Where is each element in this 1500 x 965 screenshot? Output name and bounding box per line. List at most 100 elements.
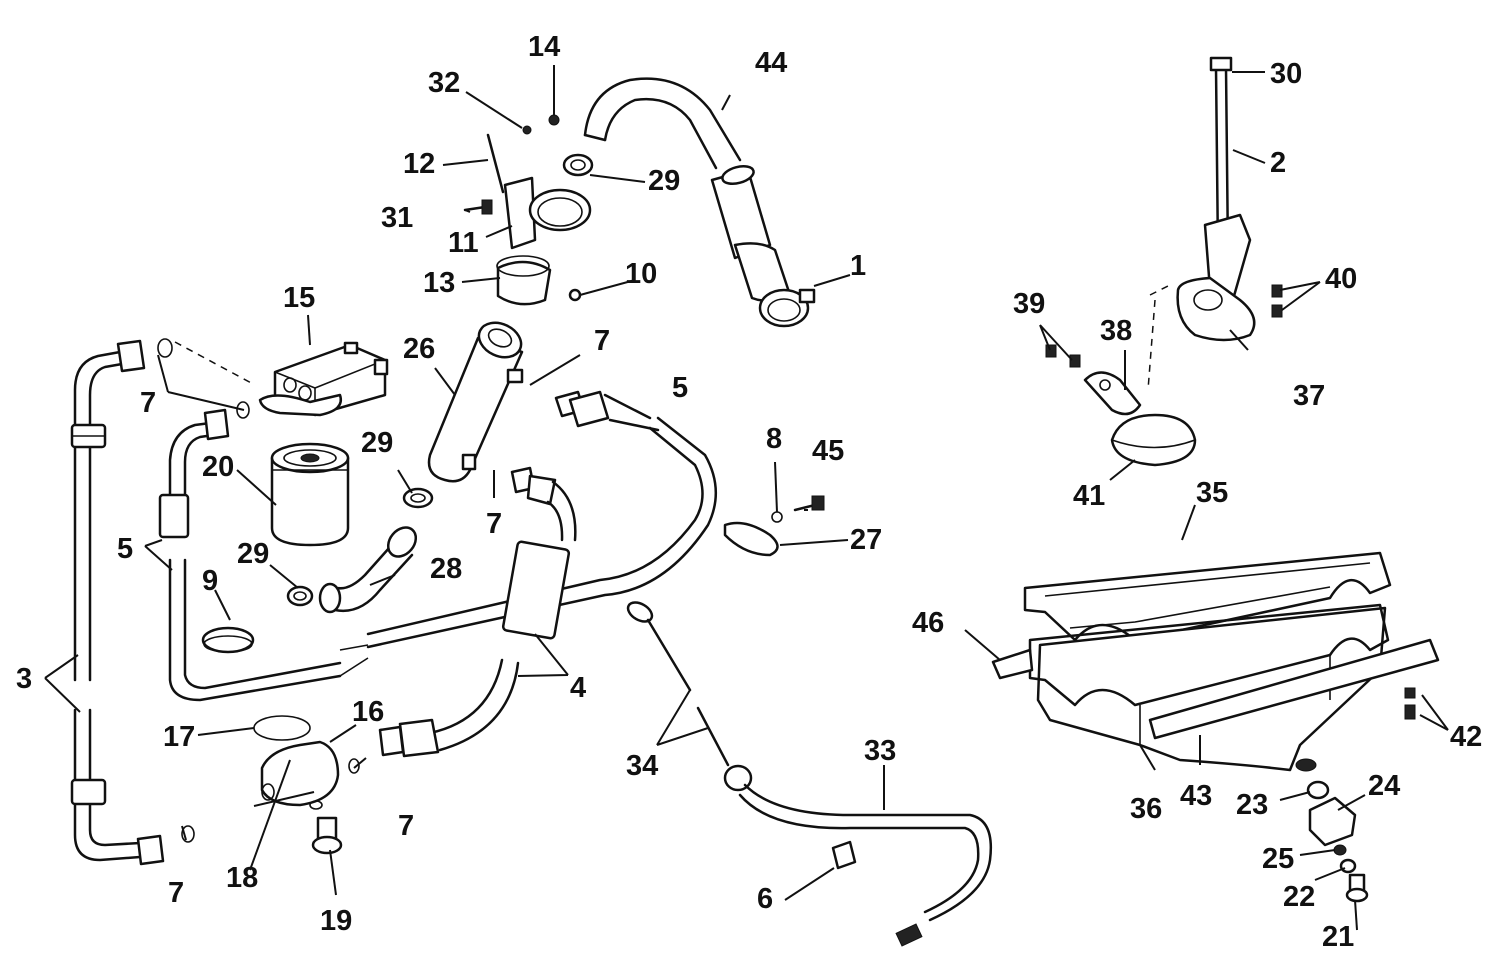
drain-plug-21	[1345, 873, 1369, 903]
label-3: 3	[16, 663, 32, 695]
label-6: 6	[757, 883, 773, 915]
label-26: 26	[403, 333, 435, 365]
screws-42	[1404, 687, 1416, 720]
label-29-middle: 29	[361, 427, 393, 459]
washer-25	[1333, 844, 1347, 856]
label-21: 21	[1322, 921, 1354, 953]
bolt-12	[486, 133, 505, 194]
oil-line-4	[378, 466, 577, 758]
label-41: 41	[1073, 480, 1105, 512]
label-45: 45	[812, 435, 844, 467]
label-7-middle: 7	[486, 508, 502, 540]
oil-line-5-left	[158, 401, 718, 702]
pan-gasket-43	[1148, 638, 1440, 740]
label-13: 13	[423, 267, 455, 299]
label-28: 28	[430, 553, 462, 585]
oil-filter-20	[270, 442, 350, 547]
bracket-27	[723, 521, 779, 557]
label-18: 18	[226, 862, 258, 894]
nut-14	[548, 114, 560, 126]
oil-pump-37	[1176, 213, 1256, 342]
dipstick-tube-33	[723, 764, 993, 947]
filter-adapter-cover-16	[260, 740, 340, 807]
label-17: 17	[163, 721, 195, 753]
label-46: 46	[912, 607, 944, 639]
leader-lines	[44, 65, 1449, 931]
bolt-31	[463, 199, 493, 215]
label-7-bottom-left: 7	[168, 877, 184, 909]
washer-7	[348, 758, 360, 774]
mounting-bracket-11	[503, 176, 592, 250]
label-29-top: 29	[648, 165, 680, 197]
oil-cooler-line-3	[70, 338, 195, 866]
label-43: 43	[1180, 780, 1212, 812]
sleeve-13	[496, 255, 552, 306]
pickup-screen-41	[1110, 413, 1197, 467]
seal-46	[991, 648, 1034, 680]
label-39: 39	[1013, 288, 1045, 320]
gasket-23	[1306, 780, 1330, 800]
label-10: 10	[625, 258, 657, 290]
label-7-lower: 7	[398, 810, 414, 842]
oil-line-5-right	[554, 390, 660, 432]
dipstick-34	[626, 601, 730, 767]
label-12: 12	[403, 148, 435, 180]
label-20: 20	[202, 451, 234, 483]
label-9: 9	[202, 565, 218, 597]
label-24: 24	[1368, 770, 1400, 802]
label-16: 16	[352, 696, 384, 728]
label-5-left: 5	[117, 533, 133, 565]
nut-10	[568, 288, 582, 302]
oil-filter-adapter-15	[258, 341, 389, 417]
washer-22	[1339, 858, 1357, 874]
oil-cooler-26	[427, 321, 524, 483]
label-11: 11	[448, 227, 479, 259]
label-23: 23	[1236, 789, 1268, 821]
oil-pan-36	[1028, 603, 1390, 772]
label-7-cooler: 7	[594, 325, 610, 357]
label-44: 44	[755, 47, 787, 79]
washer-32	[522, 125, 532, 135]
label-29-left: 29	[237, 538, 269, 570]
drain-plug-19	[311, 816, 343, 855]
oil-hose-28	[318, 526, 418, 614]
label-22: 22	[1283, 881, 1315, 913]
bolt-45	[793, 495, 825, 512]
hose-clamp-1	[758, 288, 816, 328]
clip-6	[831, 840, 857, 870]
label-5-right: 5	[672, 372, 688, 404]
label-32: 32	[428, 67, 460, 99]
label-31: 31	[381, 202, 413, 234]
label-40: 40	[1325, 263, 1357, 295]
label-34: 34	[626, 750, 658, 782]
bolts-39	[1045, 344, 1081, 368]
label-30: 30	[1270, 58, 1302, 90]
hose-clamp-29-middle	[402, 487, 434, 509]
label-14: 14	[528, 31, 560, 63]
label-19: 19	[320, 905, 352, 937]
gasket-18	[309, 800, 323, 810]
label-27: 27	[850, 524, 882, 556]
hose-44	[583, 77, 792, 303]
label-35: 35	[1196, 477, 1228, 509]
gasket-38	[1083, 371, 1142, 416]
washer-8	[771, 511, 783, 523]
part-number-labels: 1 2 3 4 5 5 6 7 7 7 7 7 8 9 10 11 12 13 …	[16, 31, 1482, 953]
label-38: 38	[1100, 315, 1132, 347]
label-36: 36	[1130, 793, 1162, 825]
label-2: 2	[1270, 147, 1286, 179]
label-4: 4	[570, 672, 586, 704]
hose-clamp-29-left	[286, 585, 314, 607]
adapter-24	[1308, 796, 1357, 847]
o-ring-17	[253, 715, 311, 741]
label-7-upper-left: 7	[140, 387, 156, 419]
label-42: 42	[1450, 721, 1482, 753]
hose-clamp-9	[201, 626, 255, 654]
bolts-40	[1271, 284, 1283, 318]
label-8: 8	[766, 423, 782, 455]
label-15: 15	[283, 282, 315, 314]
label-37: 37	[1293, 380, 1325, 412]
label-1: 1	[850, 250, 866, 282]
label-25: 25	[1262, 843, 1294, 875]
